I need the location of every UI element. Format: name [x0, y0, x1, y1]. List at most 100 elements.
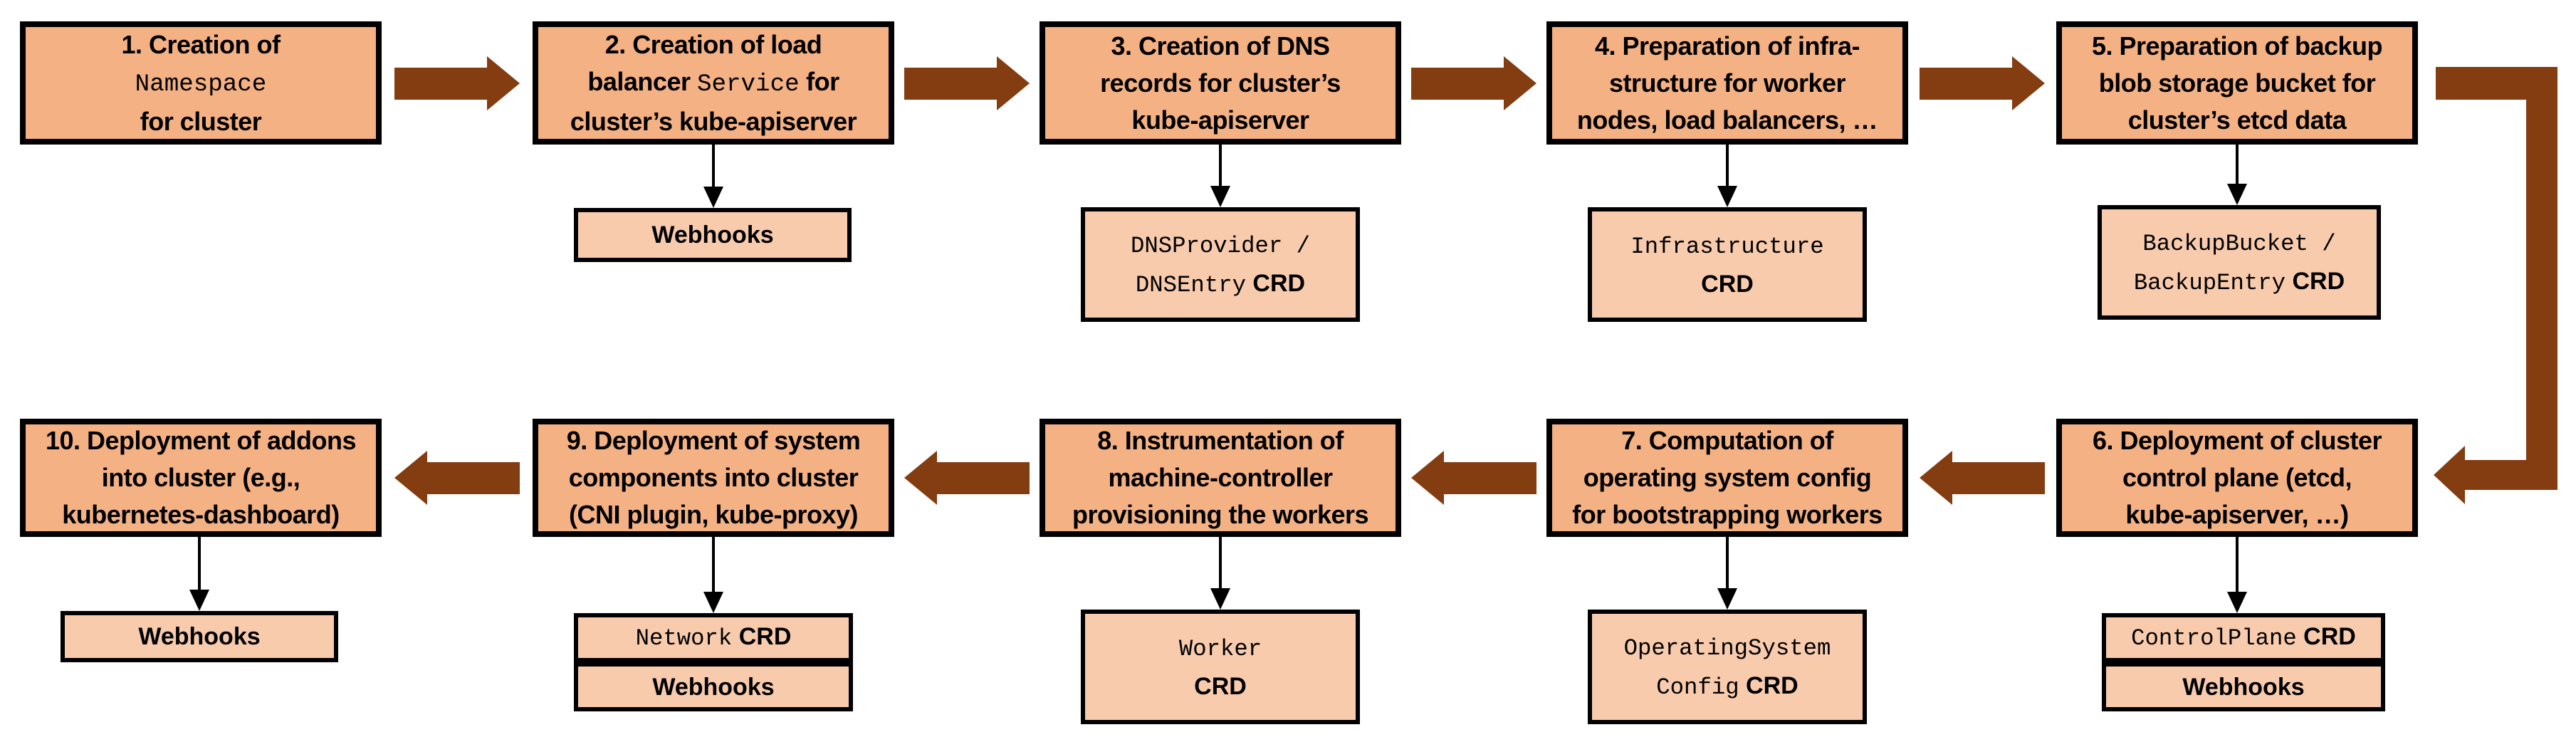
connector-step4-to-crd [1726, 145, 1729, 186]
arrow-head-left-icon [1920, 451, 1952, 505]
child-line: Worker [1179, 629, 1262, 668]
title-text: (CNI plugin, kube-proxy) [569, 500, 859, 529]
title-text: cluster’s etcd data [2127, 105, 2347, 135]
title-text: 9. Deployment of system [566, 426, 861, 455]
title-line: 8. Instrumentation of [1097, 422, 1344, 459]
child-line: Webhooks [651, 216, 773, 254]
step-8-box: 8. Instrumentation of machine-controller… [1040, 419, 1401, 537]
connector-arrowhead-icon [2227, 184, 2247, 205]
child-line: OperatingSystem [1624, 628, 1831, 667]
connector-step8-to-crd [1219, 537, 1222, 588]
crd-name-text: BackupEntry [2133, 269, 2286, 296]
title-line: (CNI plugin, kube-proxy) [569, 496, 859, 533]
crd-label: CRD [1701, 271, 1754, 298]
step-6-box: 6. Deployment of cluster control plane (… [2056, 419, 2418, 537]
title-text: 2. Creation of load [604, 29, 822, 59]
title-text: 1. Creation of [121, 29, 281, 59]
title-text: cluster’s kube-apiserver [570, 106, 857, 136]
webhooks-label: Webhooks [652, 673, 775, 701]
step-5-box: 5. Preparation of backup blob storage bu… [2056, 21, 2418, 145]
resource-name-text: Service [696, 70, 800, 98]
title-text: for [799, 66, 839, 96]
title-text: 8. Instrumentation of [1097, 426, 1344, 455]
elbow-step5-step6-bottom-segment [2464, 460, 2557, 490]
title-line: records for cluster’s [1100, 65, 1341, 102]
step-8-crd-box: Worker CRD [1081, 610, 1360, 724]
title-line: blob storage bucket for [2099, 65, 2376, 102]
connector-step7-to-crd [1726, 537, 1729, 588]
step-10-webhooks-box: Webhooks [61, 611, 338, 662]
connector-step10-to-webhooks [198, 537, 201, 590]
connector-arrowhead-icon [1210, 186, 1230, 207]
child-line: CRD [1701, 266, 1754, 303]
child-line: DNSProvider / [1131, 226, 1310, 265]
arrow-step8-to-step9 [904, 451, 1030, 505]
child-line: BackupEntry CRD [2134, 263, 2345, 302]
title-text: 7. Computation of [1621, 426, 1833, 455]
title-line: 9. Deployment of system [567, 422, 861, 459]
crd-name-text: DNSEntry [1135, 271, 1246, 298]
title-text: kube-apiserver [1131, 105, 1309, 135]
child-line: Webhooks [652, 669, 774, 706]
connector-arrowhead-icon [1717, 186, 1737, 207]
child-line: DNSEntry CRD [1136, 265, 1305, 304]
crd-name-text: ControlPlane [2131, 625, 2297, 652]
title-line: machine-controller [1108, 459, 1333, 496]
step-7-crd-box: OperatingSystem Config CRD [1588, 610, 1867, 724]
child-line: Webhooks [2182, 669, 2304, 706]
arrow-step6-to-step7 [1920, 451, 2045, 505]
step-3-crd-box: DNSProvider / DNSEntry CRD [1081, 207, 1360, 322]
step-6-controlplane-crd-box: ControlPlane CRD [2102, 613, 2385, 662]
crd-label: CRD [2296, 623, 2356, 650]
step-9-box: 9. Deployment of system components into … [533, 419, 894, 537]
crd-label: CRD [1739, 672, 1799, 699]
arrow-head-left-icon [1411, 451, 1444, 505]
title-text: into cluster (e.g., [101, 463, 300, 492]
title-text: 3. Creation of DNS [1111, 31, 1330, 61]
step-10-box: 10. Deployment of addons into cluster (e… [20, 419, 382, 537]
title-text: records for cluster’s [1100, 68, 1341, 98]
arrow-head-right-icon [487, 56, 520, 110]
arrow-shaft [1444, 461, 1536, 494]
step-4-crd-box: Infrastructure CRD [1588, 207, 1867, 322]
connector-step3-to-crd [1219, 145, 1222, 186]
title-line: control plane (etcd, [2122, 459, 2352, 496]
arrow-shaft [1411, 67, 1504, 100]
arrow-step3-to-step4 [1411, 56, 1536, 110]
connector-arrowhead-icon [703, 592, 723, 613]
webhooks-label: Webhooks [651, 221, 774, 249]
child-line: CRD [1194, 668, 1247, 705]
arrow-shaft [427, 461, 520, 494]
title-line: into cluster (e.g., [102, 459, 300, 496]
step-2-box: 2. Creation of load balancer Service for… [533, 21, 894, 145]
connector-step6-to-crd [2236, 537, 2239, 592]
elbow-step5-step6-vertical-segment [2526, 67, 2557, 490]
connector-arrowhead-icon [703, 187, 723, 208]
step-1-box: 1. Creation of Namespace for cluster [20, 21, 382, 145]
arrow-step7-to-step8 [1411, 451, 1536, 505]
child-line: Network CRD [636, 618, 792, 657]
title-line: 6. Deployment of cluster [2093, 422, 2382, 459]
title-line: kube-apiserver [1131, 102, 1309, 139]
title-line: 3. Creation of DNS [1111, 28, 1330, 65]
title-text: operating system config [1583, 463, 1872, 492]
title-text: provisioning the workers [1072, 500, 1369, 529]
title-text: blob storage bucket for [2098, 68, 2376, 98]
child-line: ControlPlane CRD [2131, 618, 2356, 657]
title-line: operating system config [1583, 459, 1872, 496]
step-9-network-crd-box: Network CRD [574, 613, 853, 662]
title-line: nodes, load balancers, … [1577, 102, 1878, 139]
arrow-shaft [937, 461, 1030, 494]
arrow-head-right-icon [2012, 56, 2045, 110]
title-line: 4. Preparation of infra- [1595, 28, 1860, 65]
child-line: BackupBucket / [2142, 224, 2335, 263]
title-line: balancer Service for [587, 63, 839, 103]
connector-step2-to-webhooks [712, 145, 715, 188]
step-2-webhooks-box: Webhooks [574, 208, 852, 262]
title-text: components into cluster [568, 463, 859, 492]
title-text: 10. Deployment of addons [45, 426, 357, 455]
connector-arrowhead-icon [1717, 588, 1737, 610]
title-text: control plane (etcd, [2122, 463, 2352, 492]
child-line: Config CRD [1656, 667, 1798, 706]
